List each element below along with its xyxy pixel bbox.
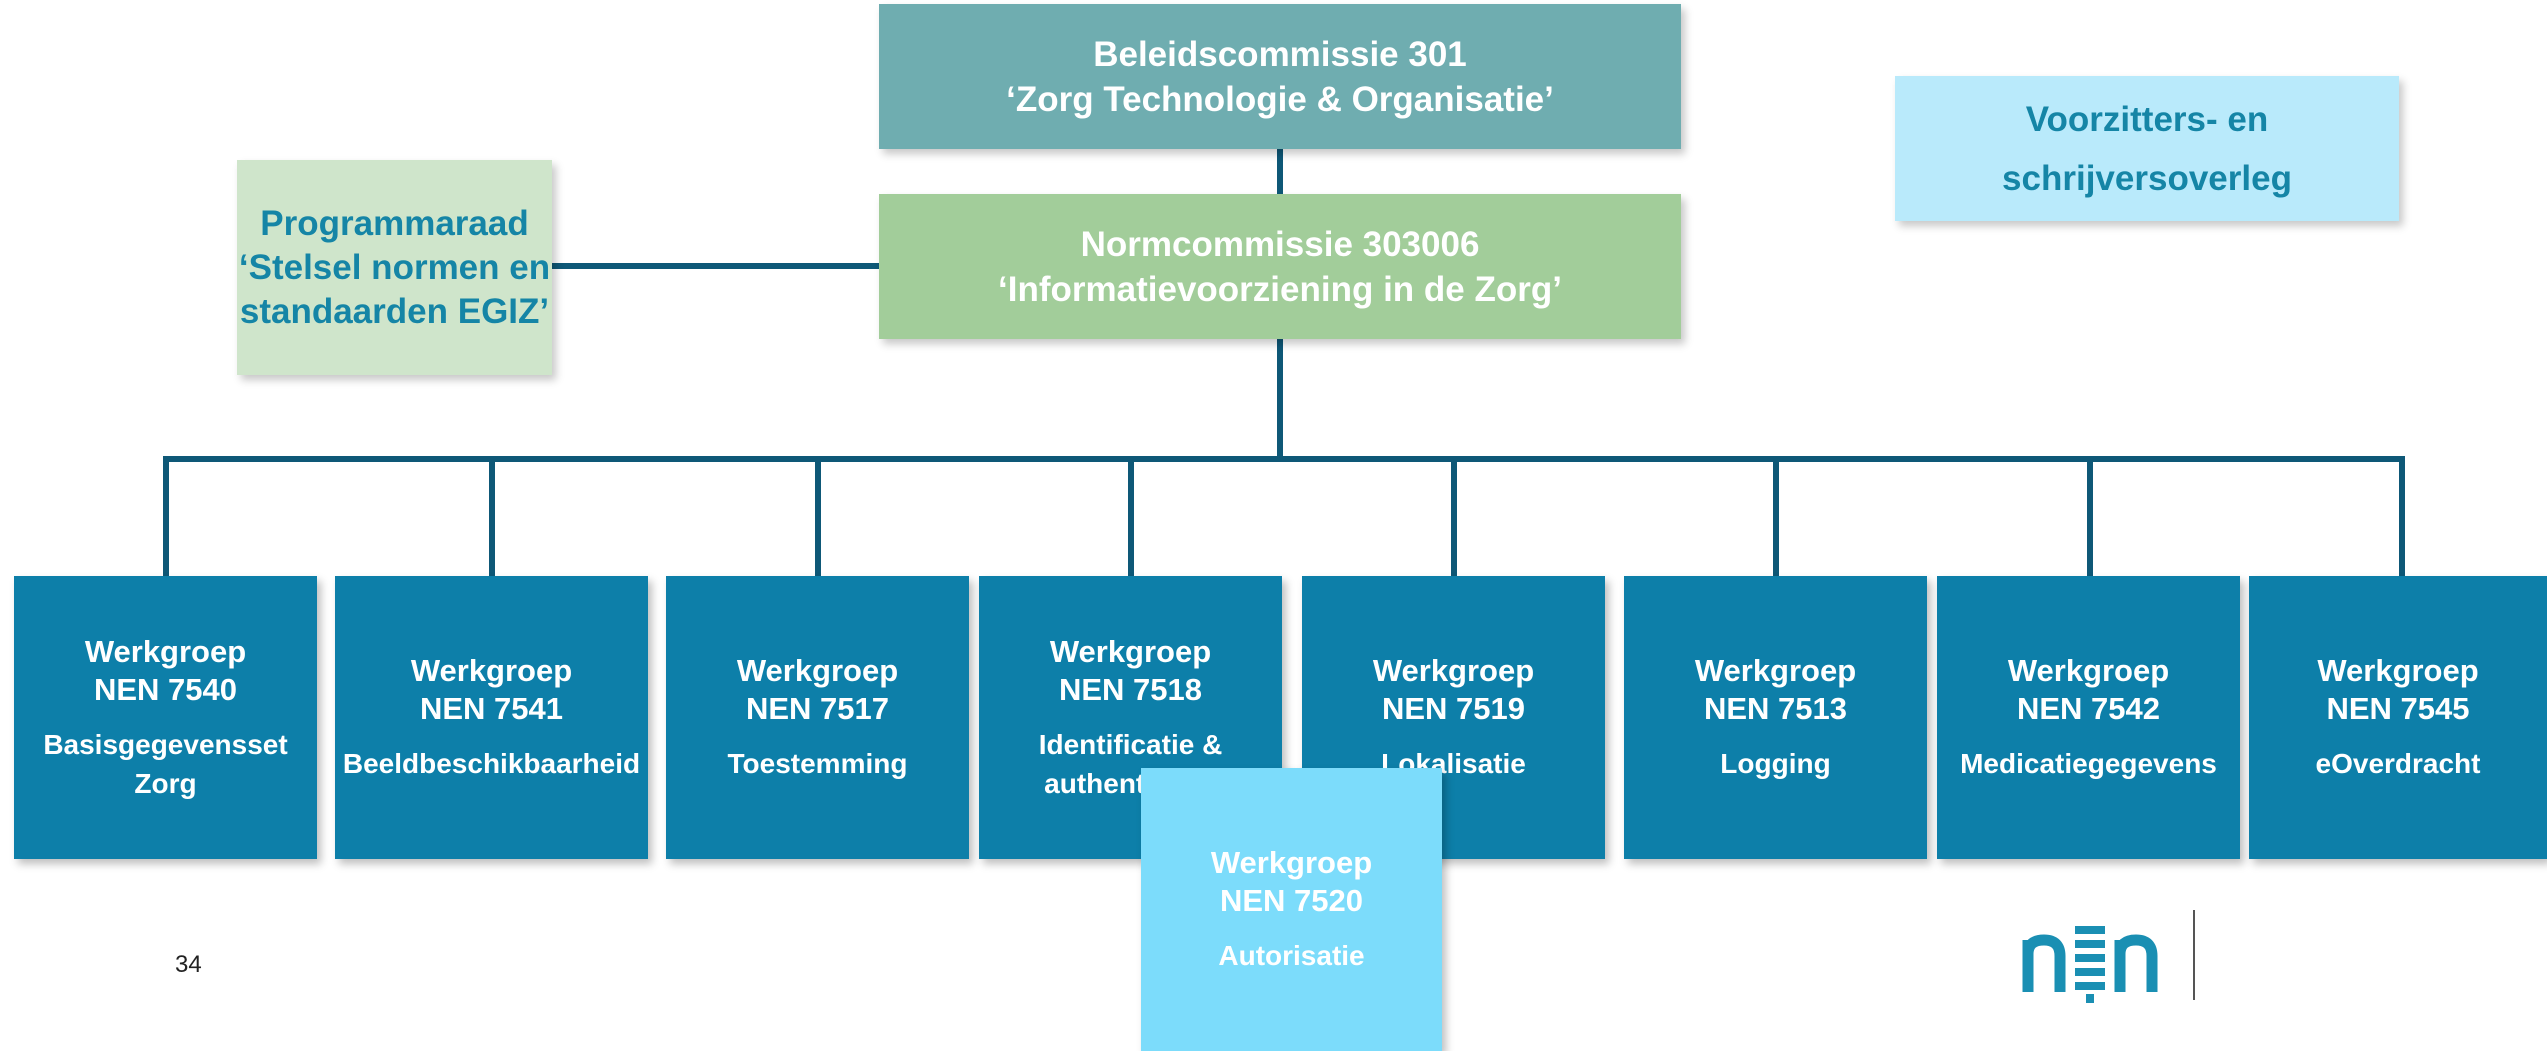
programmaraad-line3: standaarden EGIZ’: [239, 291, 550, 331]
norm-line2: ‘Informatievoorziening in de Zorg’: [998, 269, 1562, 309]
werkgroep-label: Werkgroep: [1049, 633, 1212, 669]
werkgroep-topic: Beeldbeschikbaarheid: [342, 748, 641, 779]
werkgroep-label: Werkgroep: [1372, 653, 1535, 688]
werkgroep-nen-7520: Werkgroep NEN 7520 Autorisatie: [1141, 768, 1442, 1051]
programmaraad-line1: Programmaraad: [260, 203, 529, 243]
werkgroep-label: Werkgroep: [2317, 653, 2479, 688]
werkgroep-label: Werkgroep: [1694, 653, 1857, 688]
logo-separator: [2193, 910, 2195, 1000]
page-number: 34: [175, 951, 202, 978]
werkgroep-nen-7540: Werkgroep NEN 7540 Basisgegevensset Zorg: [14, 576, 317, 859]
werkgroep-label: Werkgroep: [2007, 653, 2170, 688]
werkgroep-nen-7519: Werkgroep NEN 7519 Lokalisatie: [1302, 576, 1605, 859]
werkgroep-nen-7517: Werkgroep NEN 7517 Toestemming: [666, 576, 969, 859]
werkgroep-topic: Toestemming: [727, 748, 908, 779]
norm-line1: Normcommissie 303006: [1080, 224, 1480, 264]
voorzittersoverleg-box: Voorzitters- en schrijversoverleg: [1895, 76, 2399, 221]
werkgroep-nen-7545: Werkgroep NEN 7545 eOverdracht: [2249, 576, 2547, 859]
werkgroep-code: NEN 7540: [93, 671, 238, 707]
beleid-line1: Beleidscommissie 301: [1093, 34, 1467, 74]
beleid-line2: ‘Zorg Technologie & Organisatie’: [1006, 79, 1554, 119]
normcommissie-box: Normcommissie 303006 ‘Informatievoorzien…: [879, 194, 1681, 339]
programmaraad-box: Programmaraad ‘Stelsel normen en standaa…: [237, 160, 552, 375]
werkgroep-code: NEN 7518: [1058, 671, 1203, 707]
werkgroep-code: NEN 7542: [2016, 691, 2161, 726]
werkgroep-code: NEN 7517: [745, 691, 890, 726]
werkgroep-nen-7542: Werkgroep NEN 7542 Medicatiegegevens: [1937, 576, 2240, 859]
werkgroep-topic: eOverdracht: [2315, 748, 2481, 779]
werkgroep-nen-7513: Werkgroep NEN 7513 Logging: [1624, 576, 1927, 859]
werkgroep-nen-7541: Werkgroep NEN 7541 Beeldbeschikbaarheid: [335, 576, 648, 859]
voorzitters-line1: Voorzitters- en: [2025, 99, 2269, 139]
werkgroep-topic: Basisgegevensset Zorg: [43, 728, 288, 799]
programmaraad-line2: ‘Stelsel normen en: [238, 247, 551, 287]
beleidscommissie-box: Beleidscommissie 301 ‘Zorg Technologie &…: [879, 4, 1681, 149]
werkgroep-label: Werkgroep: [1210, 845, 1373, 880]
voorzitters-line2: schrijversoverleg: [2002, 158, 2292, 198]
werkgroep-topic: Autorisatie: [1218, 940, 1365, 971]
werkgroep-code: NEN 7519: [1381, 691, 1526, 726]
werkgroep-code: NEN 7545: [2326, 691, 2470, 726]
werkgroep-code: NEN 7541: [419, 691, 564, 726]
werkgroep-label: Werkgroep: [410, 653, 573, 688]
werkgroep-code: NEN 7520: [1219, 883, 1364, 918]
werkgroep-topic: Medicatiegegevens: [1960, 748, 2217, 779]
werkgroep-label: Werkgroep: [736, 653, 899, 688]
nen-logo: [2022, 926, 2158, 1003]
werkgroep-topic: Logging: [1720, 748, 1831, 779]
werkgroep-code: NEN 7513: [1703, 691, 1848, 726]
werkgroep-label: Werkgroep: [84, 633, 247, 669]
